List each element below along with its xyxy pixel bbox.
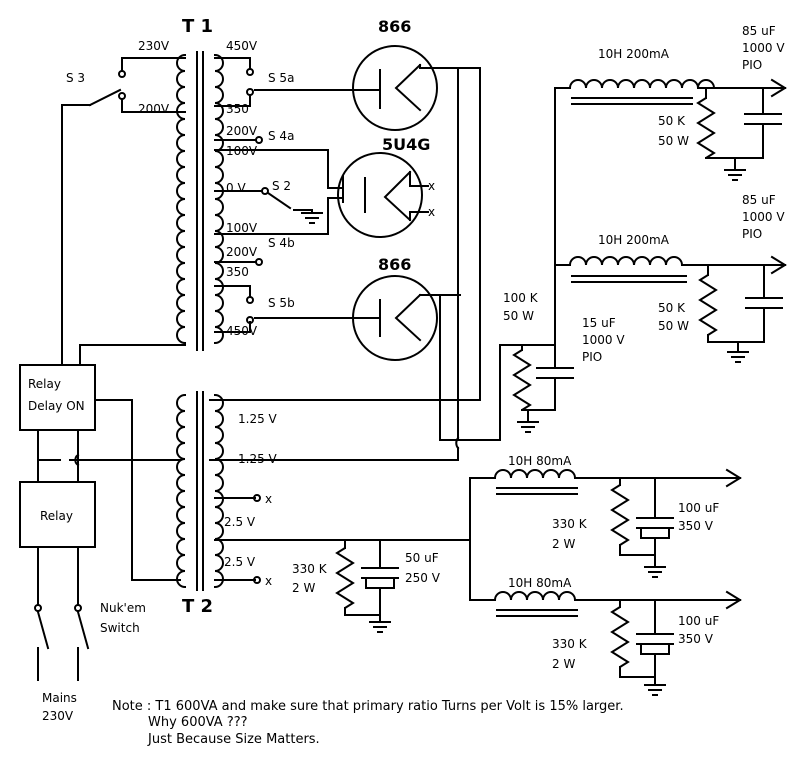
5u4g-nc-2: x: [428, 205, 435, 219]
lv-cap-2-voltage: 350 V: [678, 632, 714, 646]
lv-main-filter: 330 K 2 W 50 uF 250 V: [292, 539, 441, 633]
t1-tap-350-bot: 350: [226, 265, 249, 279]
note-line-1: Note : T1 600VA and make sure that prima…: [112, 699, 624, 714]
s2-label: S 2: [272, 179, 291, 193]
t1-tap-200v-top: 200V: [226, 124, 258, 138]
hv-filter-stage-2: 10H 200mA 85 uF 1000 V PIO 50 K 50 W: [554, 193, 787, 363]
hv-res-2-value: 50 K: [658, 301, 686, 315]
t2-primary-coil: [176, 393, 187, 589]
relay-delay-label-1: Relay: [28, 377, 61, 391]
relay-label: Relay: [40, 509, 73, 523]
t1-tap-100v-bot: 100V: [226, 221, 258, 235]
design-note: Note : T1 600VA and make sure that prima…: [112, 699, 624, 747]
lv-res-2-power: 2 W: [552, 657, 575, 671]
lv-res-1-power: 2 W: [552, 537, 575, 551]
t1-tap-200v-bot: 200V: [226, 245, 258, 259]
lv-filter-stage-2: 10H 80mA 100 uF 350 V 330 K 2 W: [493, 576, 742, 696]
lv-cap-1-voltage: 350 V: [678, 519, 714, 533]
t1-primary-230v-label: 230V: [138, 39, 170, 53]
t1-core: [196, 51, 204, 351]
switch-s3[interactable]: S 3: [61, 70, 126, 366]
hv-filter-stage-1: 10H 200mA 85 uF 1000 V PIO 50 K 50 W: [554, 24, 787, 346]
tube-866-bottom: 866: [344, 255, 461, 361]
hv-cap-1-type: PIO: [742, 58, 762, 72]
t1-primary-coil: [176, 53, 187, 345]
tube-866-top-label: 866: [378, 17, 411, 36]
lv-cap-1-value: 100 uF: [678, 501, 719, 515]
t1-primary-200v-label: 200V: [138, 102, 170, 116]
hv-res-1-power: 50 W: [658, 134, 689, 148]
s4b-label: S 4b: [268, 236, 295, 250]
t1-label: T 1: [182, 16, 213, 37]
switch-s4b[interactable]: S 4b: [255, 236, 295, 266]
hv-bleeder-power: 50 W: [503, 309, 534, 323]
lv-choke-1-label: 10H 80mA: [508, 454, 572, 468]
hv-cap-2-value: 85 uF: [742, 193, 776, 207]
t2-winding-1: 1.25 V: [238, 412, 278, 426]
lv-res-main-value: 330 K: [292, 562, 328, 576]
s3-label: S 3: [66, 71, 85, 85]
t2-core: [196, 391, 204, 591]
switch-s5a[interactable]: S 5a: [246, 68, 346, 96]
hv-cap-3-type: PIO: [582, 350, 602, 364]
t2-nc-1: x: [265, 492, 272, 506]
mains-switch[interactable]: Nuk'em Switch Mains 230V: [34, 601, 146, 723]
lv-filter-stage-1: 10H 80mA 100 uF 350 V 330 K 2 W: [493, 454, 742, 578]
hv-cap-1-value: 85 uF: [742, 24, 776, 38]
transformer-t1: T 1 230V 200V 450V 350 200V 100V 0 V 100…: [79, 16, 344, 366]
hv-res-2-power: 50 W: [658, 319, 689, 333]
lv-choke-2-label: 10H 80mA: [508, 576, 572, 590]
tube-5u4g: 5U4G x x: [337, 135, 435, 238]
s4a-label: S 4a: [268, 129, 294, 143]
note-line-2: Why 600VA ???: [148, 715, 248, 730]
5u4g-nc-1: x: [428, 179, 435, 193]
hv-cap-3-value: 15 uF: [582, 316, 616, 330]
lv-res-main-power: 2 W: [292, 581, 315, 595]
s5b-label: S 5b: [268, 296, 295, 310]
tube-866-top: 866: [209, 17, 481, 401]
s5a-label: S 5a: [268, 71, 294, 85]
t2-label: T 2: [182, 596, 213, 617]
t2-winding-3: 2.5 V: [224, 515, 256, 529]
t1-tap-0v: 0 V: [226, 181, 246, 195]
hv-cap-2-type: PIO: [742, 227, 762, 241]
lv-cap-main-value: 50 uF: [405, 551, 439, 565]
mains-voltage: 230V: [42, 709, 74, 723]
lv-cap-main-voltage: 250 V: [405, 571, 441, 585]
lv-res-2-value: 330 K: [552, 637, 588, 651]
mains-label: Mains: [42, 691, 77, 705]
hv-cap-2-voltage: 1000 V: [742, 210, 785, 224]
nukem-label-2: Switch: [100, 621, 140, 635]
tube-866-bottom-label: 866: [378, 255, 411, 274]
switch-s2[interactable]: S 2: [261, 179, 324, 224]
hv-choke-2-label: 10H 200mA: [598, 233, 670, 247]
hv-bleeder-network: 100 K 50 W 15 uF 1000 V PIO: [503, 291, 625, 433]
rectifier-output-rail: [209, 67, 460, 461]
t1-tap-350-top: 350: [226, 102, 249, 116]
t2-winding-4: 2.5 V: [224, 555, 256, 569]
t1-tap-450v-top: 450V: [226, 39, 258, 53]
t2-secondary-coil: [213, 393, 224, 589]
note-line-3: Just Because Size Matters.: [147, 732, 320, 747]
nukem-label-1: Nuk'em: [100, 601, 146, 615]
switch-s4a[interactable]: S 4a: [255, 129, 294, 144]
lv-cap-2-value: 100 uF: [678, 614, 719, 628]
switch-s5b[interactable]: S 5b: [246, 296, 346, 324]
t2-winding-2: 1.25 V: [238, 452, 278, 466]
hv-choke-1-label: 10H 200mA: [598, 47, 670, 61]
hv-cap-3-voltage: 1000 V: [582, 333, 625, 347]
relay-delay-label-2: Delay ON: [28, 399, 85, 413]
t1-secondary-coil: [213, 53, 224, 345]
hv-bleeder-value: 100 K: [503, 291, 539, 305]
relay-delay-on: Relay Delay ON: [19, 364, 96, 431]
hv-res-1-value: 50 K: [658, 114, 686, 128]
relay: Relay: [19, 481, 96, 548]
tube-5u4g-label: 5U4G: [382, 135, 430, 154]
t2-nc-2: x: [265, 574, 272, 588]
hv-cap-1-voltage: 1000 V: [742, 41, 785, 55]
transformer-t2: T 2 1.25 V 1.25 V 2.5 V 2.5 V x x: [176, 391, 471, 617]
lv-res-1-value: 330 K: [552, 517, 588, 531]
